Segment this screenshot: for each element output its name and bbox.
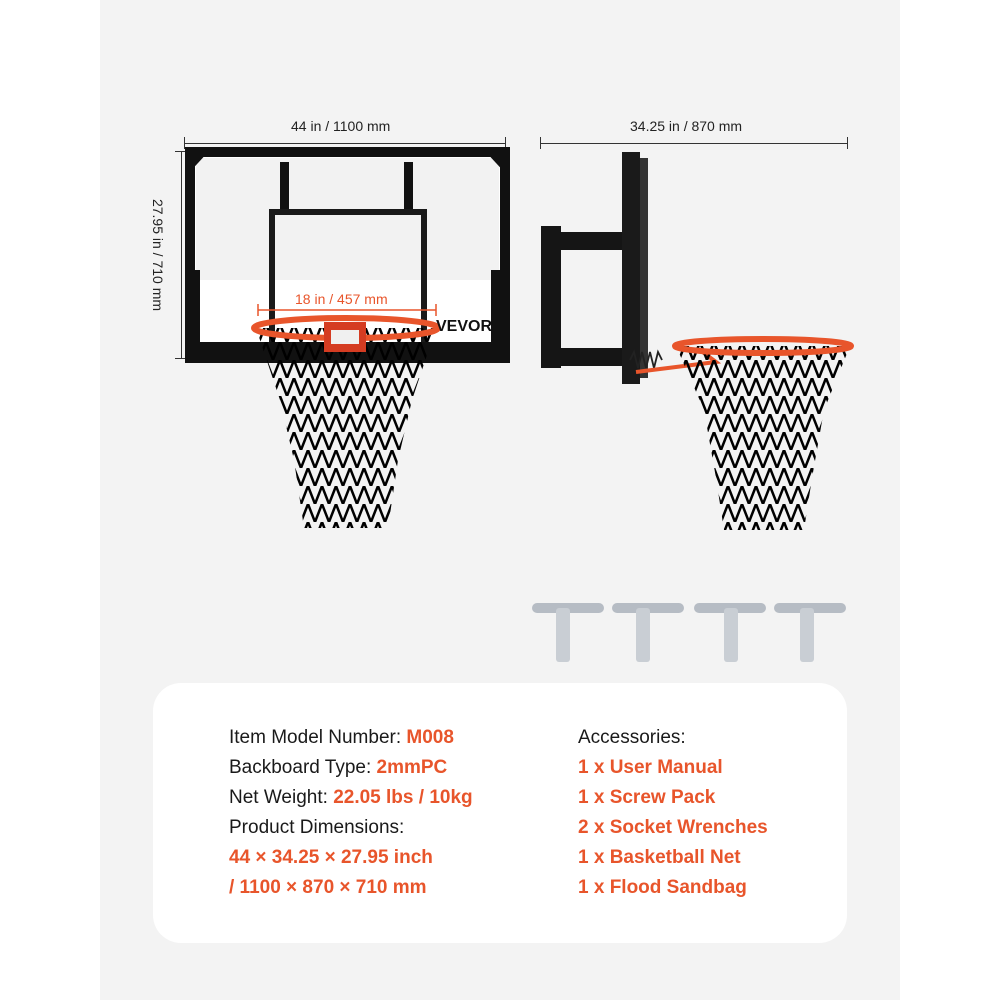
accessories-column: Accessories: 1 x User Manual 1 x Screw P… (578, 723, 768, 903)
backboard-edge-side (622, 152, 640, 384)
accessory-item: 1 x Flood Sandbag (578, 877, 747, 898)
spec-weight-row: Net Weight: 22.05 lbs / 10kg (229, 783, 473, 813)
basketball-net-front (256, 328, 436, 528)
backboard-corner-top-right (484, 150, 508, 176)
spec-weight-label: Net Weight: (229, 787, 334, 808)
front-height-line (181, 151, 182, 359)
front-width-tick-right (505, 137, 506, 149)
side-depth-label: 34.25 in / 870 mm (630, 118, 743, 134)
spec-model-row: Item Model Number: M008 (229, 723, 473, 753)
accessory-item: 1 x Basketball Net (578, 847, 741, 868)
accessories-title: Accessories: (578, 727, 686, 748)
spec-backboard-value: 2mmPC (376, 757, 448, 778)
rim-spring (629, 349, 663, 369)
rim-diameter-label: 18 in / 457 mm (295, 291, 388, 307)
backboard-side-right (491, 270, 505, 360)
side-depth-tick-left (540, 137, 541, 149)
rim-side (672, 336, 854, 356)
backboard-corner-top-left (186, 150, 210, 176)
side-depth-line (540, 143, 848, 144)
accessory-item: 1 x Screw Pack (578, 787, 716, 808)
spec-backboard-label: Backboard Type: (229, 757, 377, 778)
mount-bracket-right (404, 162, 413, 214)
wall-mount-block (541, 226, 561, 368)
specification-card: Item Model Number: M008 Backboard Type: … (153, 683, 847, 943)
specifications-column: Item Model Number: M008 Backboard Type: … (229, 723, 473, 903)
accessory-item: 2 x Socket Wrenches (578, 817, 768, 838)
socket-wrench-icon (774, 603, 846, 662)
front-height-tick-top (175, 151, 187, 152)
mount-bracket-left (280, 162, 289, 214)
brand-logo: VEVOR (436, 318, 493, 335)
spec-model-value: M008 (406, 727, 454, 748)
front-width-line (184, 143, 506, 144)
spec-dimensions-value-imperial: 44 × 34.25 × 27.95 inch (229, 847, 433, 868)
front-height-tick-bottom (175, 358, 187, 359)
basketball-net-side (676, 346, 850, 530)
accessory-item: 1 x User Manual (578, 757, 723, 778)
socket-wrench-icon (694, 603, 766, 662)
spec-dimensions-value-metric: / 1100 × 870 × 710 mm (229, 877, 427, 898)
shooter-square (269, 209, 427, 342)
spec-backboard-row: Backboard Type: 2mmPC (229, 753, 473, 783)
spec-dimensions-label: Product Dimensions: (229, 817, 405, 838)
spec-weight-value: 22.05 lbs / 10kg (333, 787, 473, 808)
backboard-top-gloss (196, 158, 499, 280)
side-depth-tick-right (847, 137, 848, 149)
socket-wrench-icon (532, 603, 604, 662)
front-width-tick-left (184, 137, 185, 149)
backboard-side-left (186, 270, 200, 360)
socket-wrench-icon (612, 603, 684, 662)
front-width-label: 44 in / 1100 mm (291, 118, 391, 134)
spec-model-label: Item Model Number: (229, 727, 407, 748)
